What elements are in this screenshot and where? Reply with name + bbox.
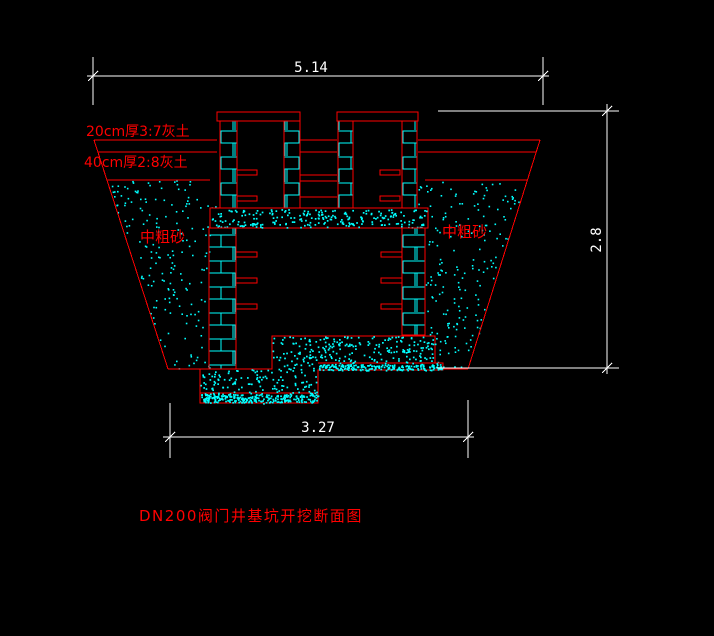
soil-layer-lines [94, 139, 540, 198]
dimension-right-value: 2.8 [589, 227, 605, 252]
label-sand-left: 中粗砂 [140, 228, 185, 246]
valve-well-structure [208, 111, 426, 370]
label-lime-layer-bottom: 40cm厚2:8灰土 [84, 155, 188, 171]
excavation-profile [93, 139, 541, 370]
foundation-stipple [200, 336, 445, 405]
label-sand-right: 中粗砂 [442, 223, 487, 241]
cover-slab [209, 207, 429, 229]
neck-walls [219, 120, 418, 209]
drawing-title: DN200阀门井基坑开挖断面图 [139, 507, 363, 525]
label-lime-layer-top: 20cm厚3:7灰土 [86, 124, 190, 140]
well-caps [216, 111, 419, 122]
ladder-rungs [235, 169, 403, 310]
foundation [199, 335, 445, 405]
dimension-bottom-value: 3.27 [301, 420, 335, 436]
chamber-walls [208, 227, 426, 370]
dimension-bottom: 3.27 [163, 400, 474, 458]
dimension-top-value: 5.14 [294, 60, 328, 76]
sand-stipple-left [111, 180, 217, 370]
dimension-right: 2.8 [437, 104, 619, 374]
dimension-top: 5.14 [87, 57, 549, 105]
